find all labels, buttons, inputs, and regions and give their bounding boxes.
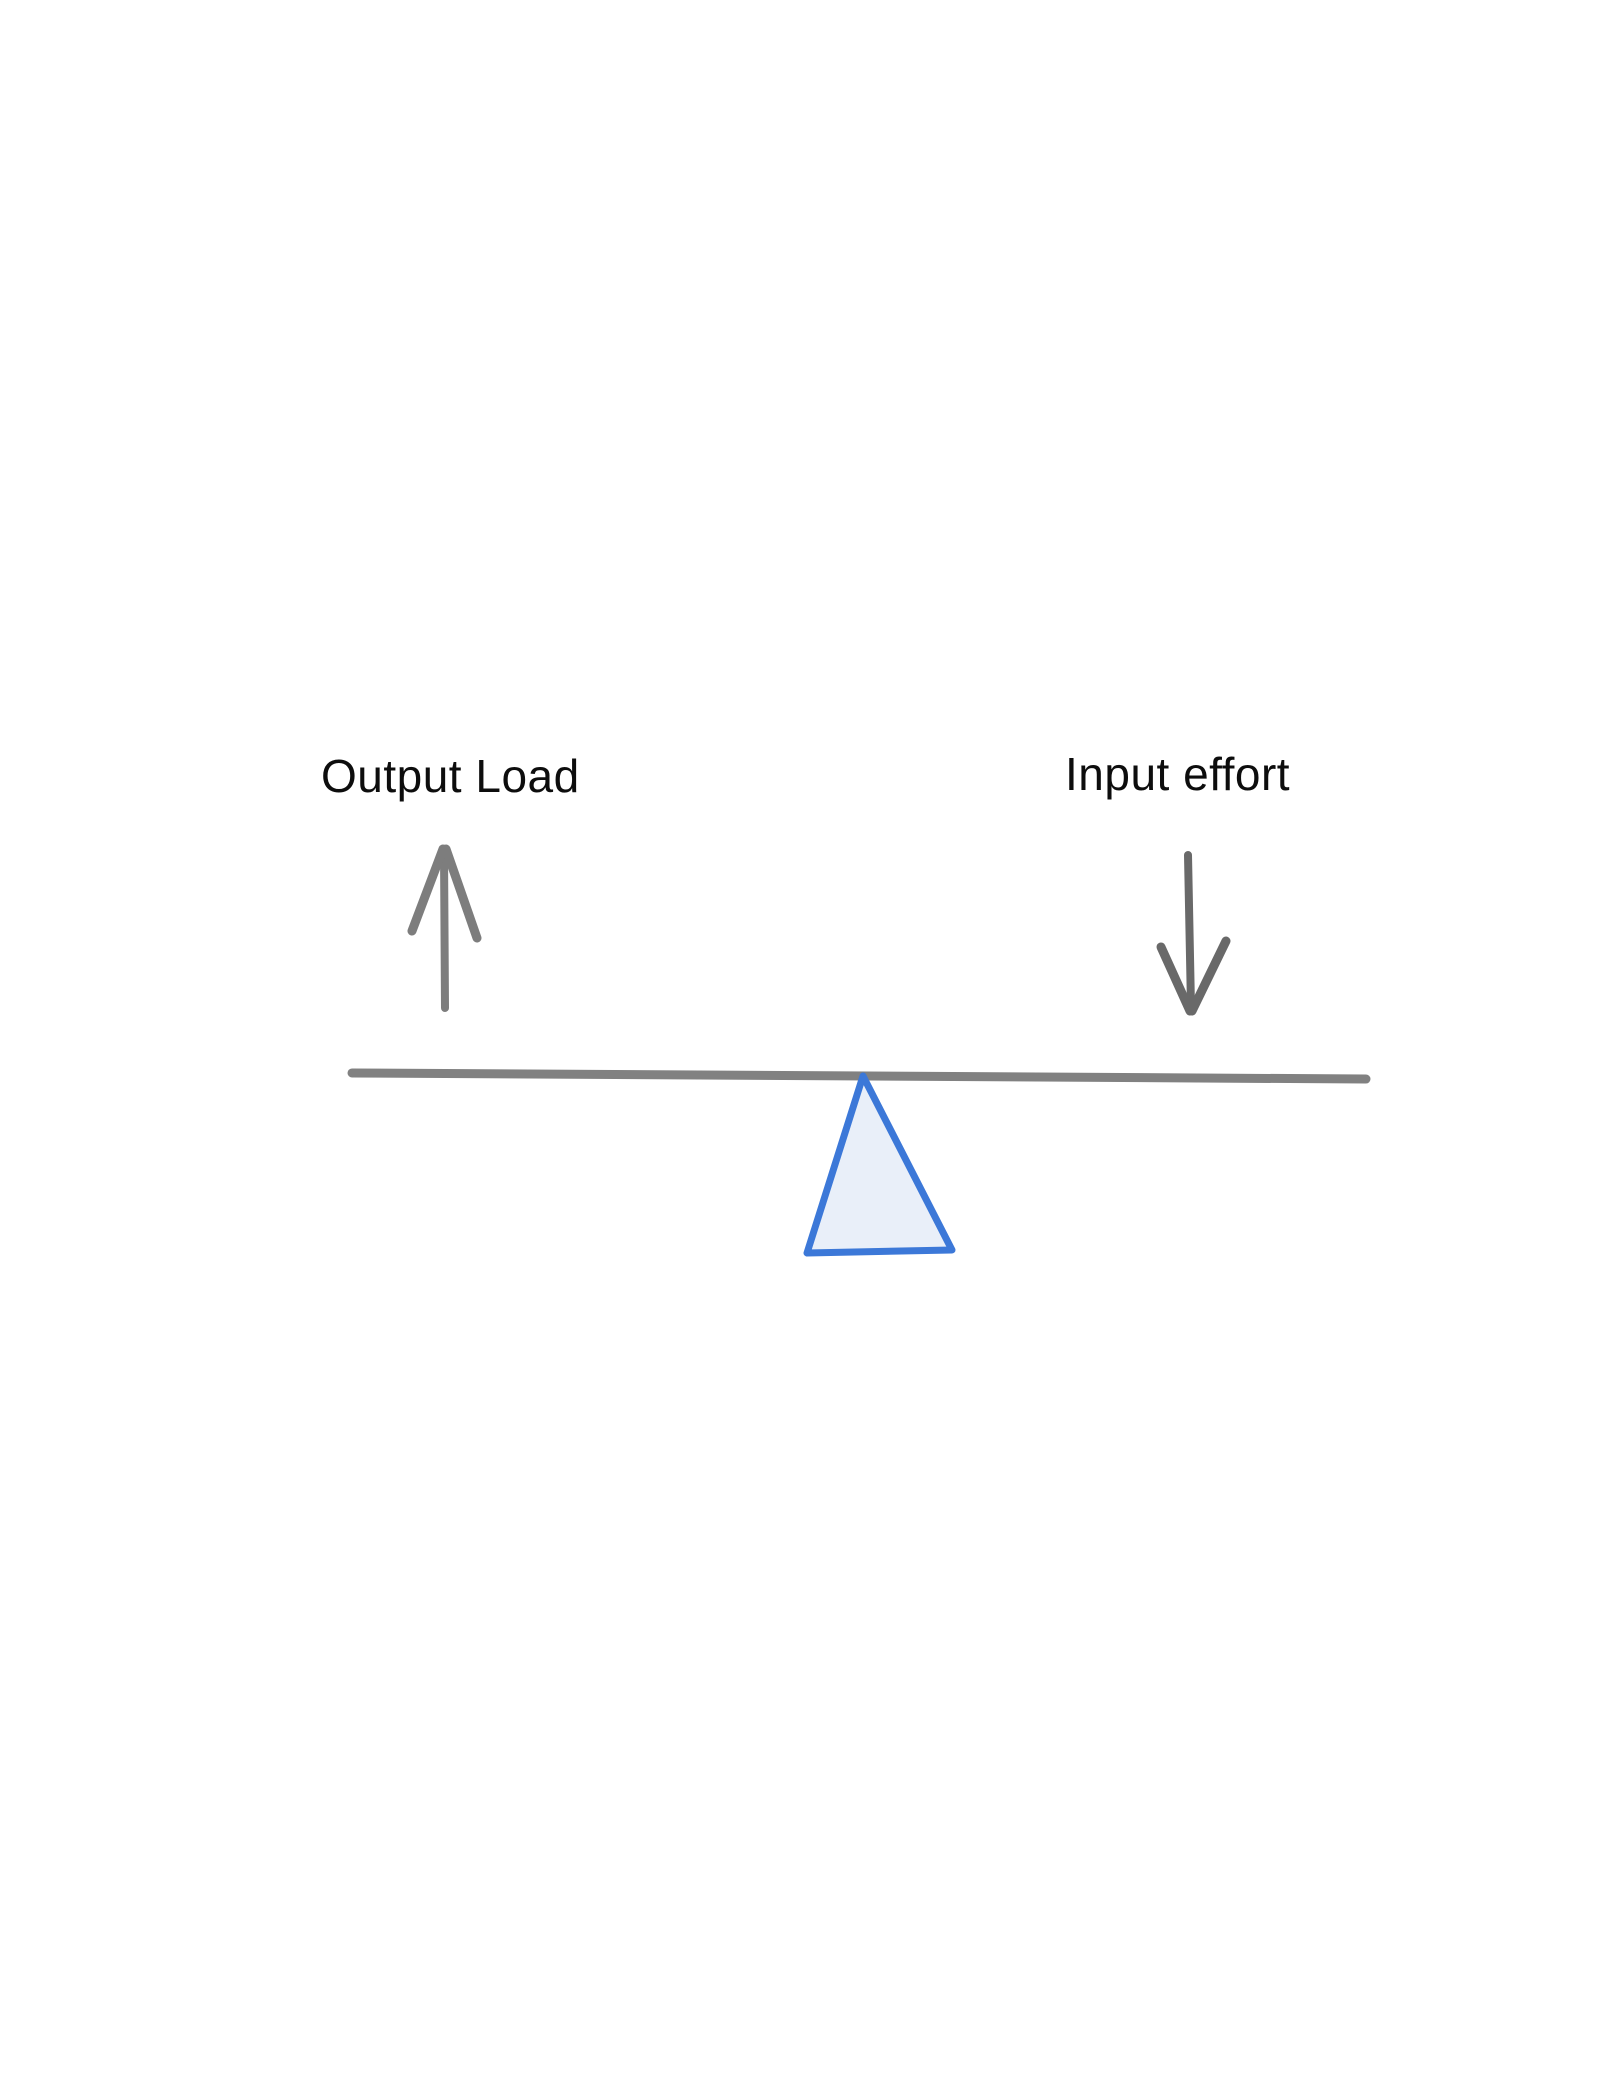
output-load-label: Output Load	[321, 750, 580, 802]
output-up-arrow-icon	[407, 844, 482, 1012]
fulcrum-triangle	[803, 1072, 956, 1257]
input-effort-label: Input effort	[1065, 748, 1291, 800]
input-down-arrow-icon	[1156, 851, 1231, 1016]
lever-bar	[347, 1068, 1371, 1084]
